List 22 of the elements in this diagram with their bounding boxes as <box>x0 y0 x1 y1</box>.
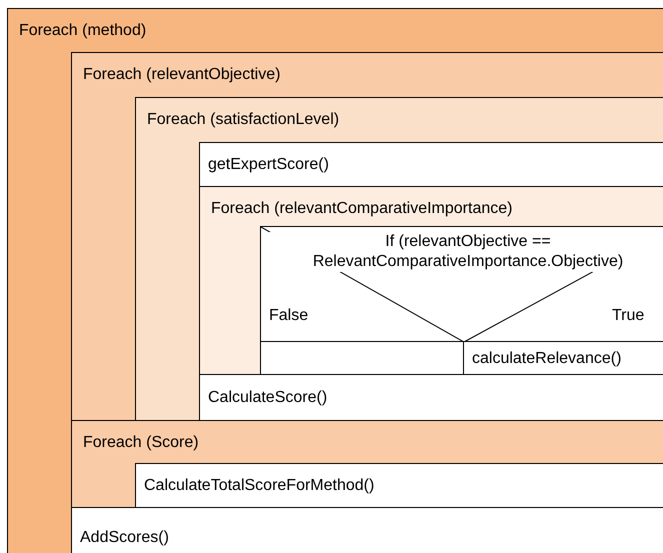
statement-box <box>199 142 663 187</box>
statement-box <box>199 374 663 421</box>
loop-block <box>71 52 663 421</box>
statement-box <box>71 507 663 553</box>
loop-label: Foreach (method) <box>19 21 146 41</box>
statement-label: getExpertScore() <box>208 155 329 175</box>
statement-label: AddScores() <box>80 528 169 548</box>
loop-block <box>199 186 663 375</box>
branch-label: True <box>612 306 644 326</box>
loop-block <box>7 8 663 553</box>
loop-label: Foreach (relevantComparativeImportance) <box>211 199 512 219</box>
branch-label: False <box>269 306 308 326</box>
loop-label: Foreach (Score) <box>83 433 199 453</box>
statement-label: calculateRelevance() <box>472 348 622 368</box>
decision-block <box>260 226 663 375</box>
loop-block <box>135 97 663 421</box>
loop-block <box>71 420 663 508</box>
statement-label: CalculateScore() <box>208 388 328 408</box>
statement-box <box>135 463 663 508</box>
loop-label: Foreach (relevantObjective) <box>83 65 280 85</box>
loop-label: Foreach (satisfactionLevel) <box>147 110 340 130</box>
statement-label: CalculateTotalScoreForMethod() <box>144 476 374 496</box>
